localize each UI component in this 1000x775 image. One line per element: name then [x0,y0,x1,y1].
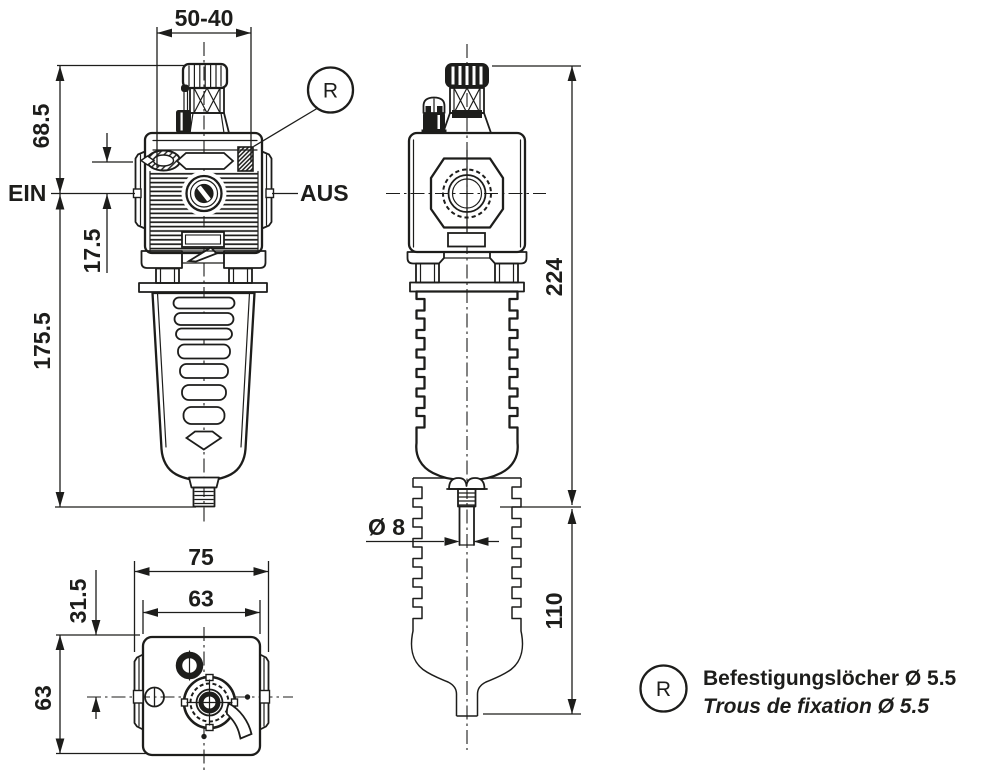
head-bottom-band-side [406,251,528,265]
front-view-dimensions: 50-40 68.5 EIN AUS 175.5 17.5 R [8,5,546,508]
front-view [132,42,275,523]
legend-text-german: Befestigungslöcher Ø 5.5 [703,667,957,690]
dim-top-width-label: 50-40 [175,5,234,31]
vent-plug-front [176,84,191,133]
outlet-label: AUS [300,180,349,206]
dim-total-height-label: 224 [541,258,567,297]
bowl-removal-outline [410,477,524,717]
dim-port-depth-label: 17.5 [79,228,105,273]
fill-port-ring [175,650,204,681]
inlet-flange [132,150,146,230]
drain-lever [225,702,253,740]
dim-lower-height-label: 175.5 [29,312,55,370]
drain-knob-bottom [180,673,253,740]
sight-dome [181,171,227,216]
nameplate-side [447,232,486,248]
flange-left-bottom [132,653,144,731]
flange-right-bottom [259,653,271,731]
r-callout-letter: R [323,80,338,103]
nameplate-front [181,231,225,248]
drain-valve-front [188,476,220,508]
bowl-level-mark [184,430,223,451]
legend-r-circle [639,664,688,713]
knob-knurling-front [188,64,222,88]
dim-overall-width-label: 75 [188,544,214,570]
sight-glass-side [429,149,505,238]
dim-drain-diameter-label: Ø 8 [368,514,405,540]
dim-removal-clearance-label: 110 [541,592,567,629]
side-view [406,44,528,750]
head-slot [175,152,235,170]
bottom-view-dimensions: 75 63 31.5 63 [30,544,270,755]
bowl-side [415,290,519,481]
mounting-hole [237,146,254,172]
dim-upper-height-label: 68.5 [28,103,54,148]
r-callout: R [253,66,355,148]
bowl-sight-slots [172,296,236,425]
dim-center-offset-label: 31.5 [65,578,91,623]
knob-column-side [442,87,492,134]
fill-plug-oval [139,149,181,172]
legend-r-letter: R [656,678,671,701]
screw-head-bottom [144,686,165,708]
nameplate-inner [184,234,222,245]
adjust-knob-side [445,63,489,88]
bottom-view [87,627,293,774]
vent-plug-side [421,96,447,133]
inlet-label: EIN [8,180,46,206]
dim-body-depth-label: 63 [30,685,56,711]
head-body-side [407,131,527,254]
dim-body-width-label: 63 [188,586,214,612]
side-view-dimensions: 224 110 Ø 8 [366,65,581,715]
outlet-flange [261,150,275,230]
legend: R Befestigungslöcher Ø 5.5 Trous de fixa… [639,664,957,718]
drain-valve-side [446,477,488,546]
legend-text-french: Trous de fixation Ø 5.5 [703,695,929,718]
